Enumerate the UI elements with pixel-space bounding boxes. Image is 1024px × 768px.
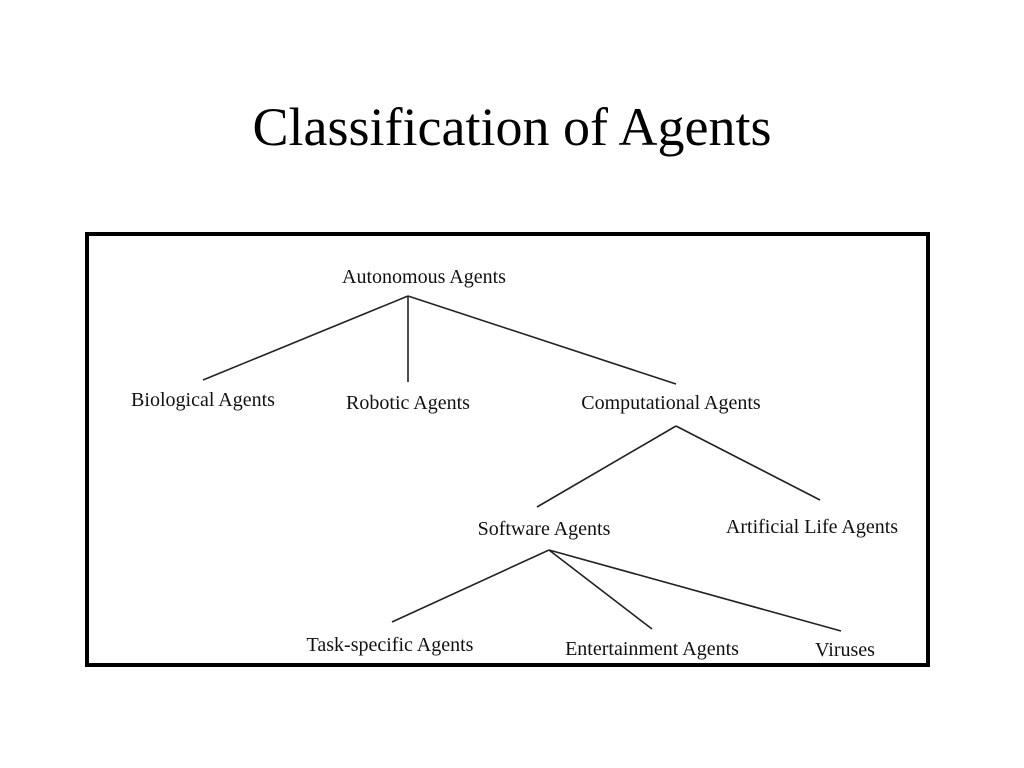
node-entertainment-agents: Entertainment Agents <box>565 638 739 660</box>
edge-software-viruses <box>548 549 842 632</box>
node-autonomous-agents: Autonomous Agents <box>342 266 506 288</box>
node-biological-agents: Biological Agents <box>131 389 275 411</box>
edge-autonomous-computational <box>407 295 677 385</box>
node-artificial-life-agents: Artificial Life Agents <box>725 516 899 538</box>
slide-title: Classification of Agents <box>252 97 772 157</box>
edge-computational-software <box>536 425 677 508</box>
edge-computational-artificial-life <box>675 425 821 501</box>
node-task-specific-agents: Task-specific Agents <box>306 634 474 656</box>
diagram-frame <box>85 232 930 667</box>
node-computational-agents: Computational Agents <box>581 392 761 414</box>
node-robotic-agents: Robotic Agents <box>346 392 470 414</box>
node-viruses: Viruses <box>815 639 875 661</box>
node-software-agents: Software Agents <box>477 518 611 540</box>
edge-software-entertainment <box>548 549 653 630</box>
edge-autonomous-biological <box>202 295 409 381</box>
edge-software-task-specific <box>391 549 550 623</box>
